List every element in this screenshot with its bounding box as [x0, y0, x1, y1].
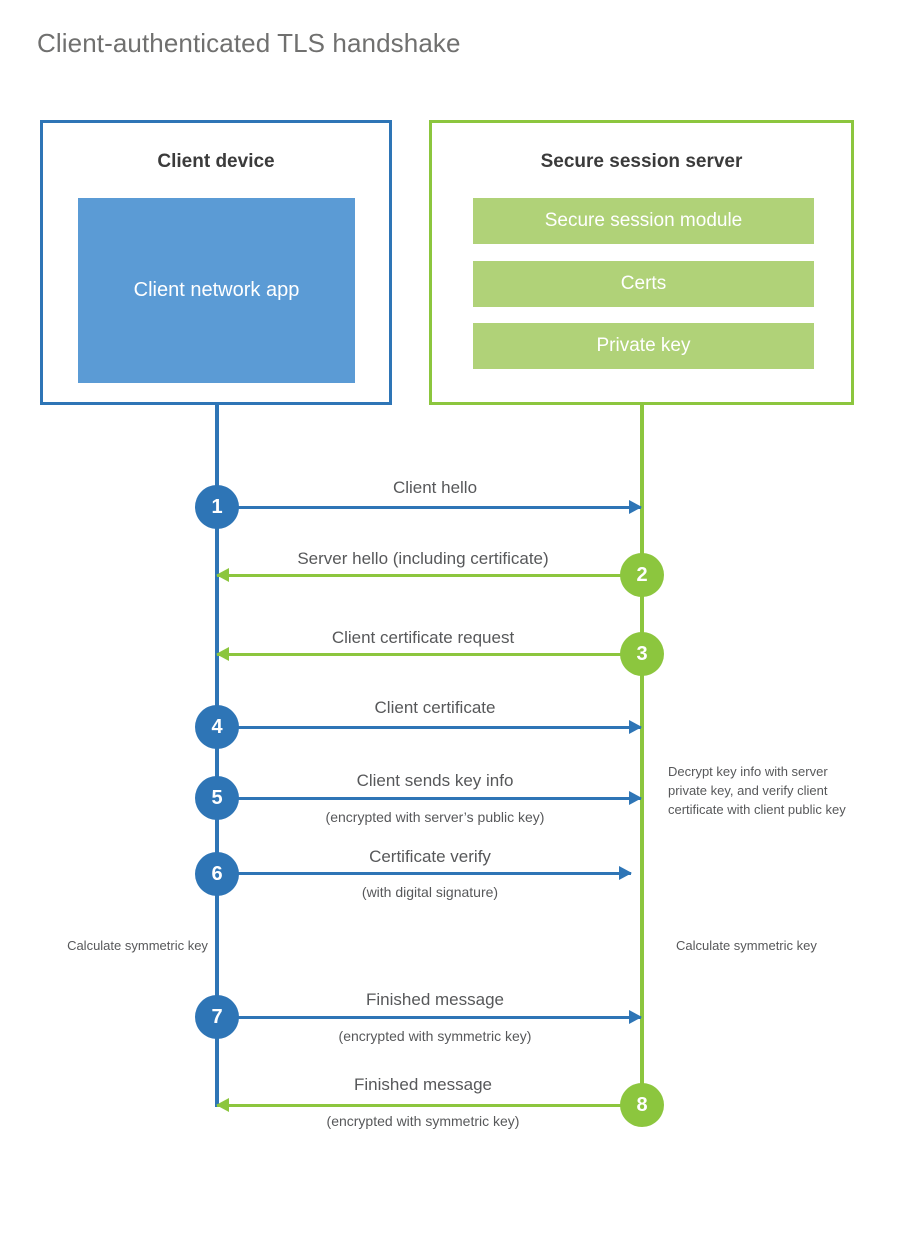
arrowhead-right-icon	[619, 866, 632, 880]
arrow-label-step-6: Certificate verify	[369, 847, 491, 866]
arrow-step-8	[216, 1098, 641, 1112]
secure-session-server-box: Secure session server Secure session mod…	[429, 120, 854, 405]
arrowhead-left-icon	[216, 647, 229, 661]
step-circle-6[interactable]: 6	[195, 852, 239, 896]
arrow-sublabel-step-6: (with digital signature)	[361, 884, 499, 900]
annotation-client-calculate-symmetric-key: Calculate symmetric key	[67, 938, 208, 953]
annotation-server-decrypt: Decrypt key info with server private key…	[668, 764, 846, 817]
step-circle-8[interactable]: 8	[620, 1083, 664, 1127]
arrow-label-step-2: Server hello (including certificate)	[297, 549, 549, 568]
arrowhead-right-icon	[629, 1010, 642, 1024]
client-lifeline	[215, 403, 219, 1107]
arrow-sublabel-step-5: (encrypted with server’s public key)	[325, 809, 545, 825]
certs-block: Certs	[473, 261, 814, 307]
arrowhead-right-icon	[629, 500, 642, 514]
client-device-box: Client device Client network app	[40, 120, 392, 405]
arrow-step-6	[217, 866, 632, 880]
step-circle-7[interactable]: 7	[195, 995, 239, 1039]
step-circle-4[interactable]: 4	[195, 705, 239, 749]
arrow-step-3	[216, 647, 641, 661]
arrow-step-4	[217, 720, 642, 734]
arrowhead-right-icon	[629, 720, 642, 734]
arrow-step-2	[216, 568, 641, 582]
arrow-step-5	[217, 791, 642, 805]
client-device-title: Client device	[157, 151, 275, 172]
arrow-step-1	[217, 500, 642, 514]
annotation-server-calculate-symmetric-key: Calculate symmetric key	[676, 938, 817, 953]
arrow-label-step-3: Client certificate request	[331, 628, 515, 647]
arrow-step-7	[217, 1010, 642, 1024]
arrow-label-step-8: Finished message	[354, 1075, 492, 1094]
step-circle-1[interactable]: 1	[195, 485, 239, 529]
arrowhead-left-icon	[216, 568, 229, 582]
secure-session-module-block: Secure session module	[473, 198, 814, 244]
arrow-label-step-5: Client sends key info	[356, 771, 514, 790]
step-circle-2[interactable]: 2	[620, 553, 664, 597]
step-circle-3[interactable]: 3	[620, 632, 664, 676]
arrow-sublabel-step-8: (encrypted with symmetric key)	[326, 1113, 520, 1129]
page-title: Client-authenticated TLS handshake	[37, 28, 461, 58]
arrow-label-step-1: Client hello	[392, 478, 478, 497]
arrow-label-step-7: Finished message	[366, 990, 504, 1009]
secure-session-server-title: Secure session server	[540, 151, 743, 172]
server-lifeline	[640, 403, 644, 1107]
arrowhead-right-icon	[629, 791, 642, 805]
arrow-sublabel-step-7: (encrypted with symmetric key)	[338, 1028, 532, 1044]
step-circle-5[interactable]: 5	[195, 776, 239, 820]
client-network-app-block: Client network app	[78, 198, 355, 383]
private-key-block: Private key	[473, 323, 814, 369]
arrowhead-left-icon	[216, 1098, 229, 1112]
arrow-label-step-4: Client certificate	[374, 698, 496, 717]
